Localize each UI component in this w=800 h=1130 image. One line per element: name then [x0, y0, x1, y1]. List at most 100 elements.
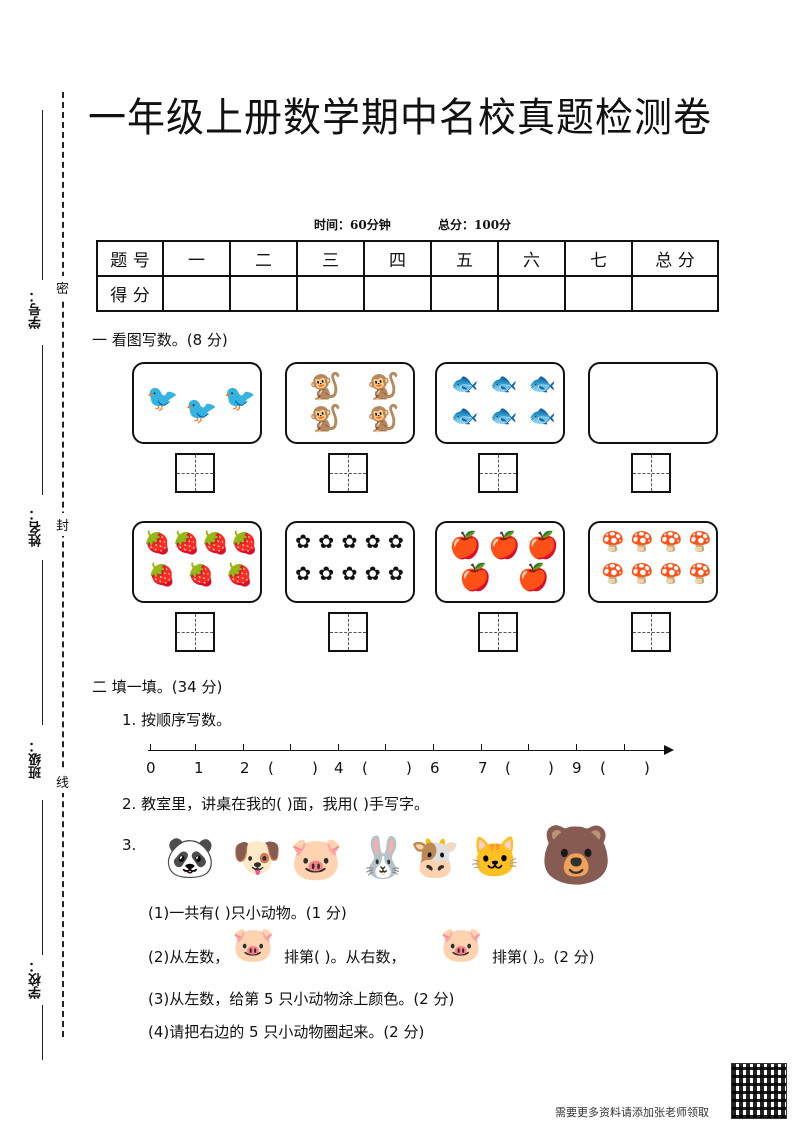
number-line-label[interactable]: (	[268, 759, 274, 777]
number-line-tick	[624, 744, 625, 751]
answer-box[interactable]	[478, 612, 518, 652]
number-line-label[interactable]: )	[644, 759, 650, 777]
seal-char-mi: 密	[56, 276, 70, 299]
score-cell: 二	[229, 240, 298, 277]
score-cell: 五	[430, 240, 499, 277]
flower-icon: ✿	[318, 563, 335, 585]
score-value-row: 得 分	[96, 275, 719, 312]
question-1: 1. 按顺序写数。	[122, 711, 232, 729]
page-title: 一年级上册数学期中名校真题检测卷	[87, 94, 712, 141]
number-line-label: 7	[478, 759, 488, 777]
score-cell: 六	[497, 240, 566, 277]
school-label: 学校：	[29, 960, 44, 999]
score-cell: 七	[564, 240, 633, 277]
score-input-cell[interactable]	[631, 275, 719, 312]
apple-icon: 🍎	[488, 531, 521, 561]
number-line-tick	[150, 744, 151, 751]
fish-icon: 🐟	[528, 372, 557, 397]
flower-icon: ✿	[318, 531, 335, 553]
answer-box[interactable]	[328, 612, 368, 652]
score-input-cell[interactable]	[430, 275, 499, 312]
answer-box[interactable]	[631, 612, 671, 652]
mushroom-icon: 🍄	[630, 531, 654, 553]
apple-icon: 🍎	[449, 531, 482, 561]
picture-card: 🍄🍄🍄🍄🍄🍄🍄🍄	[588, 521, 718, 603]
strawberry-icon: 🍓	[187, 563, 215, 588]
score-input-cell[interactable]	[162, 275, 231, 312]
question-3-label: 3.	[122, 836, 137, 854]
qr-code	[731, 1063, 787, 1119]
bird-icon: 🐦	[223, 384, 257, 414]
section1-heading: 一 看图写数。(8 分)	[92, 331, 228, 349]
flower-icon: ✿	[341, 563, 358, 585]
margin-line	[42, 560, 43, 725]
score-cell: 一	[162, 240, 231, 277]
answer-box[interactable]	[175, 453, 215, 493]
score-cell: 三	[296, 240, 365, 277]
fish-icon: 🐟	[451, 372, 479, 397]
student-name-label: 姓名：	[29, 508, 44, 547]
score-input-cell[interactable]	[296, 275, 365, 312]
number-line	[148, 750, 668, 751]
score-input-cell[interactable]	[564, 275, 633, 312]
score-input-cell[interactable]	[229, 275, 298, 312]
number-line-tick	[243, 744, 244, 751]
bird-icon: 🐦	[146, 384, 179, 414]
flower-icon: ✿	[295, 563, 312, 585]
cow-icon[interactable]: 🐮	[410, 835, 460, 881]
number-line-label: 2	[240, 759, 250, 777]
bear-icon[interactable]: 🐻	[540, 821, 613, 889]
answer-box[interactable]	[328, 453, 368, 493]
number-line-label[interactable]: )	[312, 759, 318, 777]
answer-box[interactable]	[478, 453, 518, 493]
dog-icon[interactable]: 🐶	[232, 835, 282, 881]
monkey-icon: 🐒	[309, 404, 342, 434]
score-input-cell[interactable]	[363, 275, 432, 312]
class-label: 班级：	[29, 740, 44, 779]
time-limit: 时间：60分钟	[314, 218, 391, 232]
strawberry-icon: 🍓	[230, 531, 258, 556]
binding-dashed-line	[62, 92, 64, 1037]
picture-card: 🐟🐟🐟🐟🐟🐟	[435, 362, 565, 444]
strawberry-icon: 🍓	[148, 563, 176, 588]
answer-box[interactable]	[175, 612, 215, 652]
total-score: 总分：100分	[438, 218, 512, 232]
number-line-label[interactable]: (	[600, 759, 606, 777]
number-line-label[interactable]: (	[362, 759, 368, 777]
seal-char-xian: 线	[56, 770, 70, 793]
number-line-tick	[528, 744, 529, 751]
question-3-1: (1)一共有( )只小动物。(1 分)	[148, 904, 347, 922]
apple-icon: 🍎	[459, 563, 492, 593]
number-line-label[interactable]: )	[406, 759, 412, 777]
strawberry-icon: 🍓	[225, 563, 254, 588]
mushroom-icon: 🍄	[659, 531, 683, 553]
apple-icon: 🍎	[517, 563, 550, 593]
score-cell: 四	[363, 240, 432, 277]
pig-icon[interactable]: 🐷	[290, 834, 343, 883]
picture-card: 🍓🍓🍓🍓🍓🍓🍓	[132, 521, 262, 603]
footer-note: 需要更多资料请添加张老师领取	[555, 1106, 709, 1119]
pig-icon: 🐷	[232, 925, 275, 965]
mushroom-icon: 🍄	[601, 531, 625, 553]
number-line-label[interactable]: )	[548, 759, 554, 777]
picture-card: 🍎🍎🍎🍎🍎	[435, 521, 565, 603]
answer-box[interactable]	[631, 453, 671, 493]
score-header-row: 题 号 一 二 三 四 五 六 七 总 分	[96, 240, 719, 277]
apple-icon: 🍎	[526, 531, 560, 561]
number-line-tick	[433, 744, 434, 751]
pig-icon: 🐷	[440, 925, 483, 965]
question-3-2a: (2)从左数，	[148, 948, 230, 966]
flower-icon: ✿	[295, 531, 312, 553]
margin-line	[42, 110, 43, 280]
number-line-label[interactable]: (	[505, 759, 511, 777]
mushroom-icon: 🍄	[688, 563, 712, 585]
mushroom-icon: 🍄	[630, 563, 654, 585]
panda-icon[interactable]: 🐼	[165, 835, 215, 881]
strawberry-icon: 🍓	[143, 531, 171, 556]
score-input-cell[interactable]	[497, 275, 566, 312]
question-2: 2. 教室里，讲桌在我的( )面，我用( )手写字。	[122, 795, 430, 813]
cat-icon[interactable]: 🐱	[470, 835, 520, 881]
rabbit-icon[interactable]: 🐰	[358, 835, 408, 881]
number-line-label: 1	[194, 759, 204, 777]
flower-icon: ✿	[387, 531, 404, 553]
